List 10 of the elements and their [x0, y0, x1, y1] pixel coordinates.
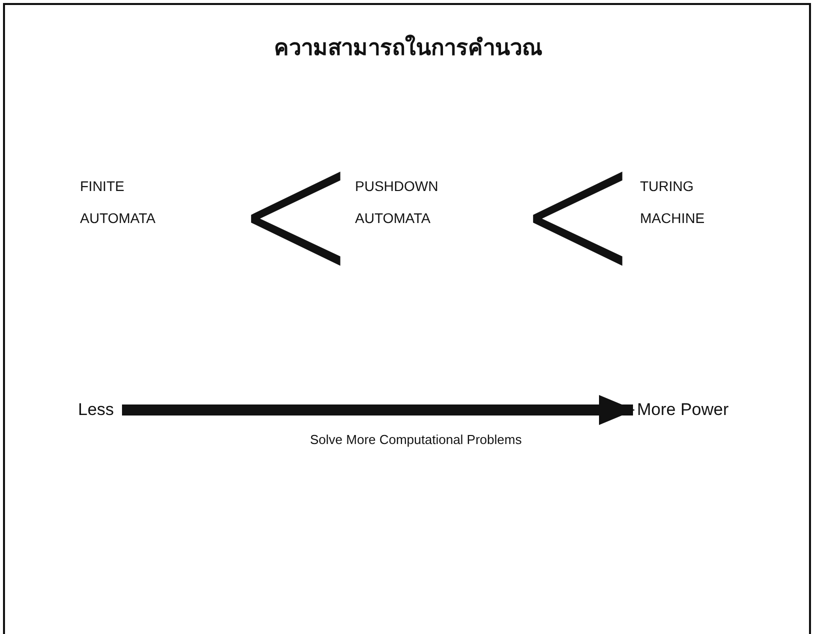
title: ความสามารถในการคำนวณ — [273, 34, 543, 63]
less-than-sign: < — [518, 118, 638, 308]
edge-label: Solve More Computational Problems — [310, 432, 522, 447]
automaton-label: FINITE AUTOMATA — [80, 170, 190, 234]
automaton-label: More Power — [637, 400, 737, 420]
less-than-sign: < — [236, 118, 356, 308]
automaton-label: TURING MACHINE — [640, 170, 740, 234]
arrow — [122, 395, 635, 425]
automaton-label: PUSHDOWN AUTOMATA — [355, 170, 475, 234]
automaton-label: Less — [78, 400, 118, 420]
